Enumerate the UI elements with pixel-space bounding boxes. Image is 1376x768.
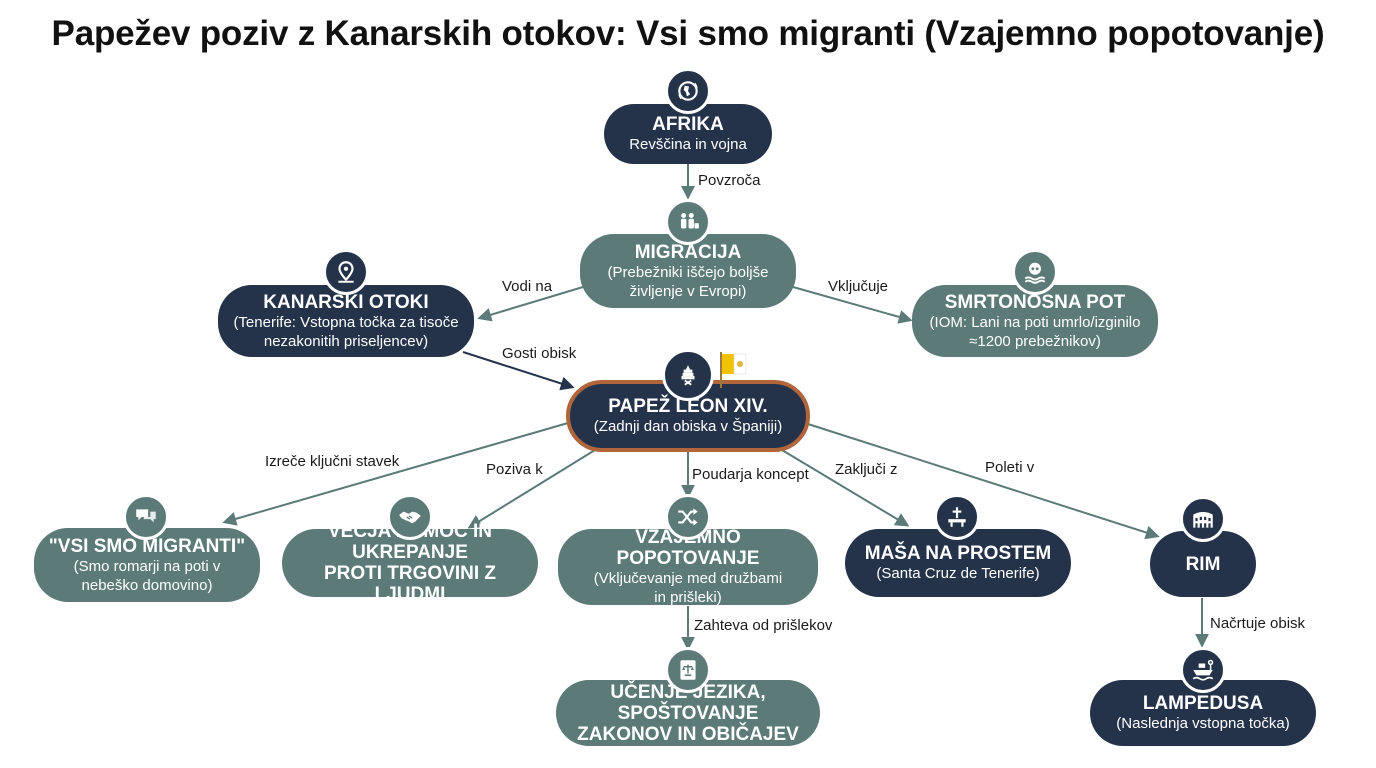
node-migracija-subtitle-2: življenje v Evropi) [629,282,747,300]
edge-label-zahteva: Zahteva od prišlekov [694,617,833,634]
node-kanarski-subtitle-1: (Tenerife: Vstopna točka za tisoče [233,313,459,331]
edge-label-izrece: Izreče ključni stavek [265,453,400,470]
node-pomoc-title-1: VEČJA POMOČ IN UKREPANJE [328,521,492,563]
edge-migracija-smrtonosna [792,286,913,324]
node-masa-title: MAŠA NA PROSTEM [864,543,1052,564]
ship-icon [1180,647,1226,693]
node-vecja-pomoc: VEČJA POMOČ IN UKREPANJE PROTI TRGOVINI … [282,521,538,605]
edge-papez-rim [807,423,1160,540]
node-masa-na-prostem: MAŠA NA PROSTEM (Santa Cruz de Tenerife) [845,529,1071,597]
node-afrika: AFRIKA Revščina in vojna [604,104,772,164]
speech-bubbles-icon [123,494,169,540]
people-icon [665,199,711,245]
node-pomoc-title-2: PROTI TRGOVINI Z LJUDMI [323,563,497,605]
skull-waves-icon [1012,249,1058,295]
edge-label-zakljuci: Zaključi z [835,461,898,478]
node-lampedusa-subtitle: (Naslednja vstopna točka) [1116,715,1290,732]
node-vsi-title: "VSI SMO MIGRANTI" [48,535,246,557]
node-kanarski-title: KANARSKI OTOKI [263,291,429,313]
node-smrtonosna-title: SMRTONOSNA POT [944,291,1126,313]
node-smrtonosna-subtitle-2: ≈1200 prebežnikov) [969,332,1101,350]
edge-kanarski-papez [462,351,575,391]
edge-label-vodi-na: Vodi na [502,278,553,295]
map-pin-icon [323,249,369,295]
vatican-flag-icon [720,352,747,388]
edge-label-nacrtuje: Načrtuje obisk [1210,615,1306,632]
node-vzajemno-subtitle-1: (Vključevanje med družbami [593,570,783,587]
edge-migracija-kanarski [477,286,584,322]
altar-cross-icon [934,494,980,540]
node-vzajemno-subtitle-2: in prišleki) [654,589,722,606]
edge-papez-vsi [222,422,569,526]
node-migracija-title: MIGRACIJA [634,241,742,263]
node-vsi-smo-migranti: "VSI SMO MIGRANTI" (Smo romarji na poti … [34,528,260,602]
node-vsi-subtitle-2: nebeško domovino) [81,576,213,594]
node-vsi-subtitle-1: (Smo romarji na poti v [73,557,221,575]
shuffle-icon [665,494,711,540]
edge-papez-pomoc [467,449,596,529]
edge-label-poleti: Poleti v [985,459,1035,476]
diagram-title: Papežev poziv z Kanarskih otokov: Vsi sm… [51,14,1325,53]
node-afrika-title: AFRIKA [652,114,724,135]
colosseum-icon [1180,496,1226,542]
node-smrtonosna-pot: SMRTONOSNA POT (IOM: Lani na poti umrlo/… [912,285,1158,357]
law-book-icon [665,647,711,693]
handshake-icon [387,494,433,540]
node-papez-subtitle: (Zadnji dan obiska v Španiji) [593,418,783,435]
node-masa-subtitle: (Santa Cruz de Tenerife) [876,565,1040,582]
node-migracija-subtitle-1: (Prebežniki iščejo boljše [607,263,769,281]
edge-papez-masa [781,449,910,527]
node-migracija: MIGRACIJA (Prebežniki iščejo boljše živl… [580,234,796,308]
node-afrika-subtitle: Revščina in vojna [629,136,747,153]
edge-label-gosti-obisk: Gosti obisk [502,345,577,362]
node-lampedusa-title: LAMPEDUSA [1142,693,1264,714]
globe-icon [665,68,711,114]
node-kanarski-otoki: KANARSKI OTOKI (Tenerife: Vstopna točka … [218,285,474,357]
edge-label-vkljucuje: Vključuje [828,278,889,295]
edge-label-poudarja: Poudarja koncept [692,466,809,483]
node-rim-title: RIM [1185,553,1221,575]
node-vzajemno-popotovanje: VZAJEMNO POPOTOVANJE (Vključevanje med d… [558,527,818,606]
node-papez-title: PAPEŽ LEON XIV. [608,396,768,417]
node-ucenje-title-2: ZAKONOV IN OBIČAJEV [577,723,799,745]
node-smrtonosna-subtitle-1: (IOM: Lani na poti umrlo/izginilo [929,313,1141,331]
node-lampedusa: LAMPEDUSA (Naslednja vstopna točka) [1090,680,1316,746]
papal-emblem-icon [662,349,714,401]
edge-label-poziva: Poziva k [486,461,543,478]
edge-label-povzroca: Povzroča [698,172,761,189]
node-rim: RIM [1150,531,1256,597]
node-kanarski-subtitle-2: nezakonitih priseljencev) [263,332,429,350]
